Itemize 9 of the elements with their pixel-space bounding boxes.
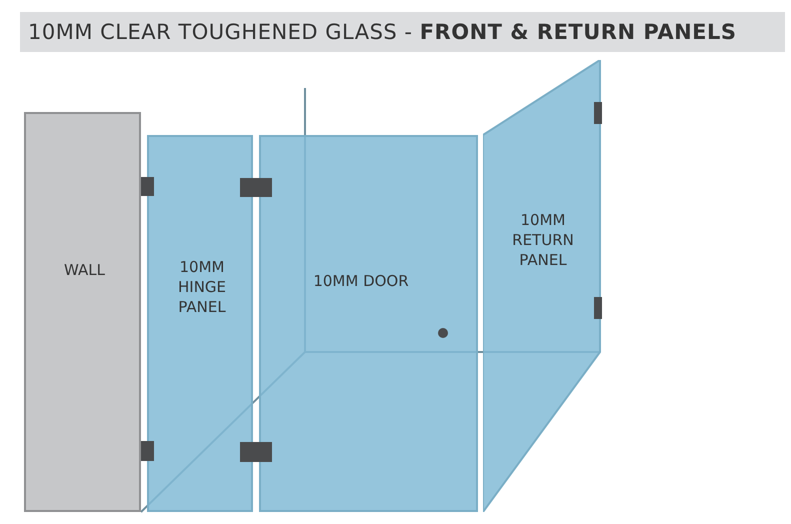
hinge-panel bbox=[147, 135, 253, 512]
panel-label: 10MM DOOR bbox=[312, 271, 410, 291]
door-panel bbox=[259, 135, 478, 512]
title: 10MM CLEAR TOUGHENED GLASS - FRONT & RETURN PANELS bbox=[28, 20, 736, 44]
panel-label: WALL bbox=[63, 260, 106, 280]
wall-panel bbox=[24, 112, 141, 512]
panel-label: 10MM HINGE PANEL bbox=[176, 257, 228, 317]
panel-label: 10MM RETURN PANEL bbox=[511, 210, 575, 270]
return-panel bbox=[483, 60, 601, 512]
